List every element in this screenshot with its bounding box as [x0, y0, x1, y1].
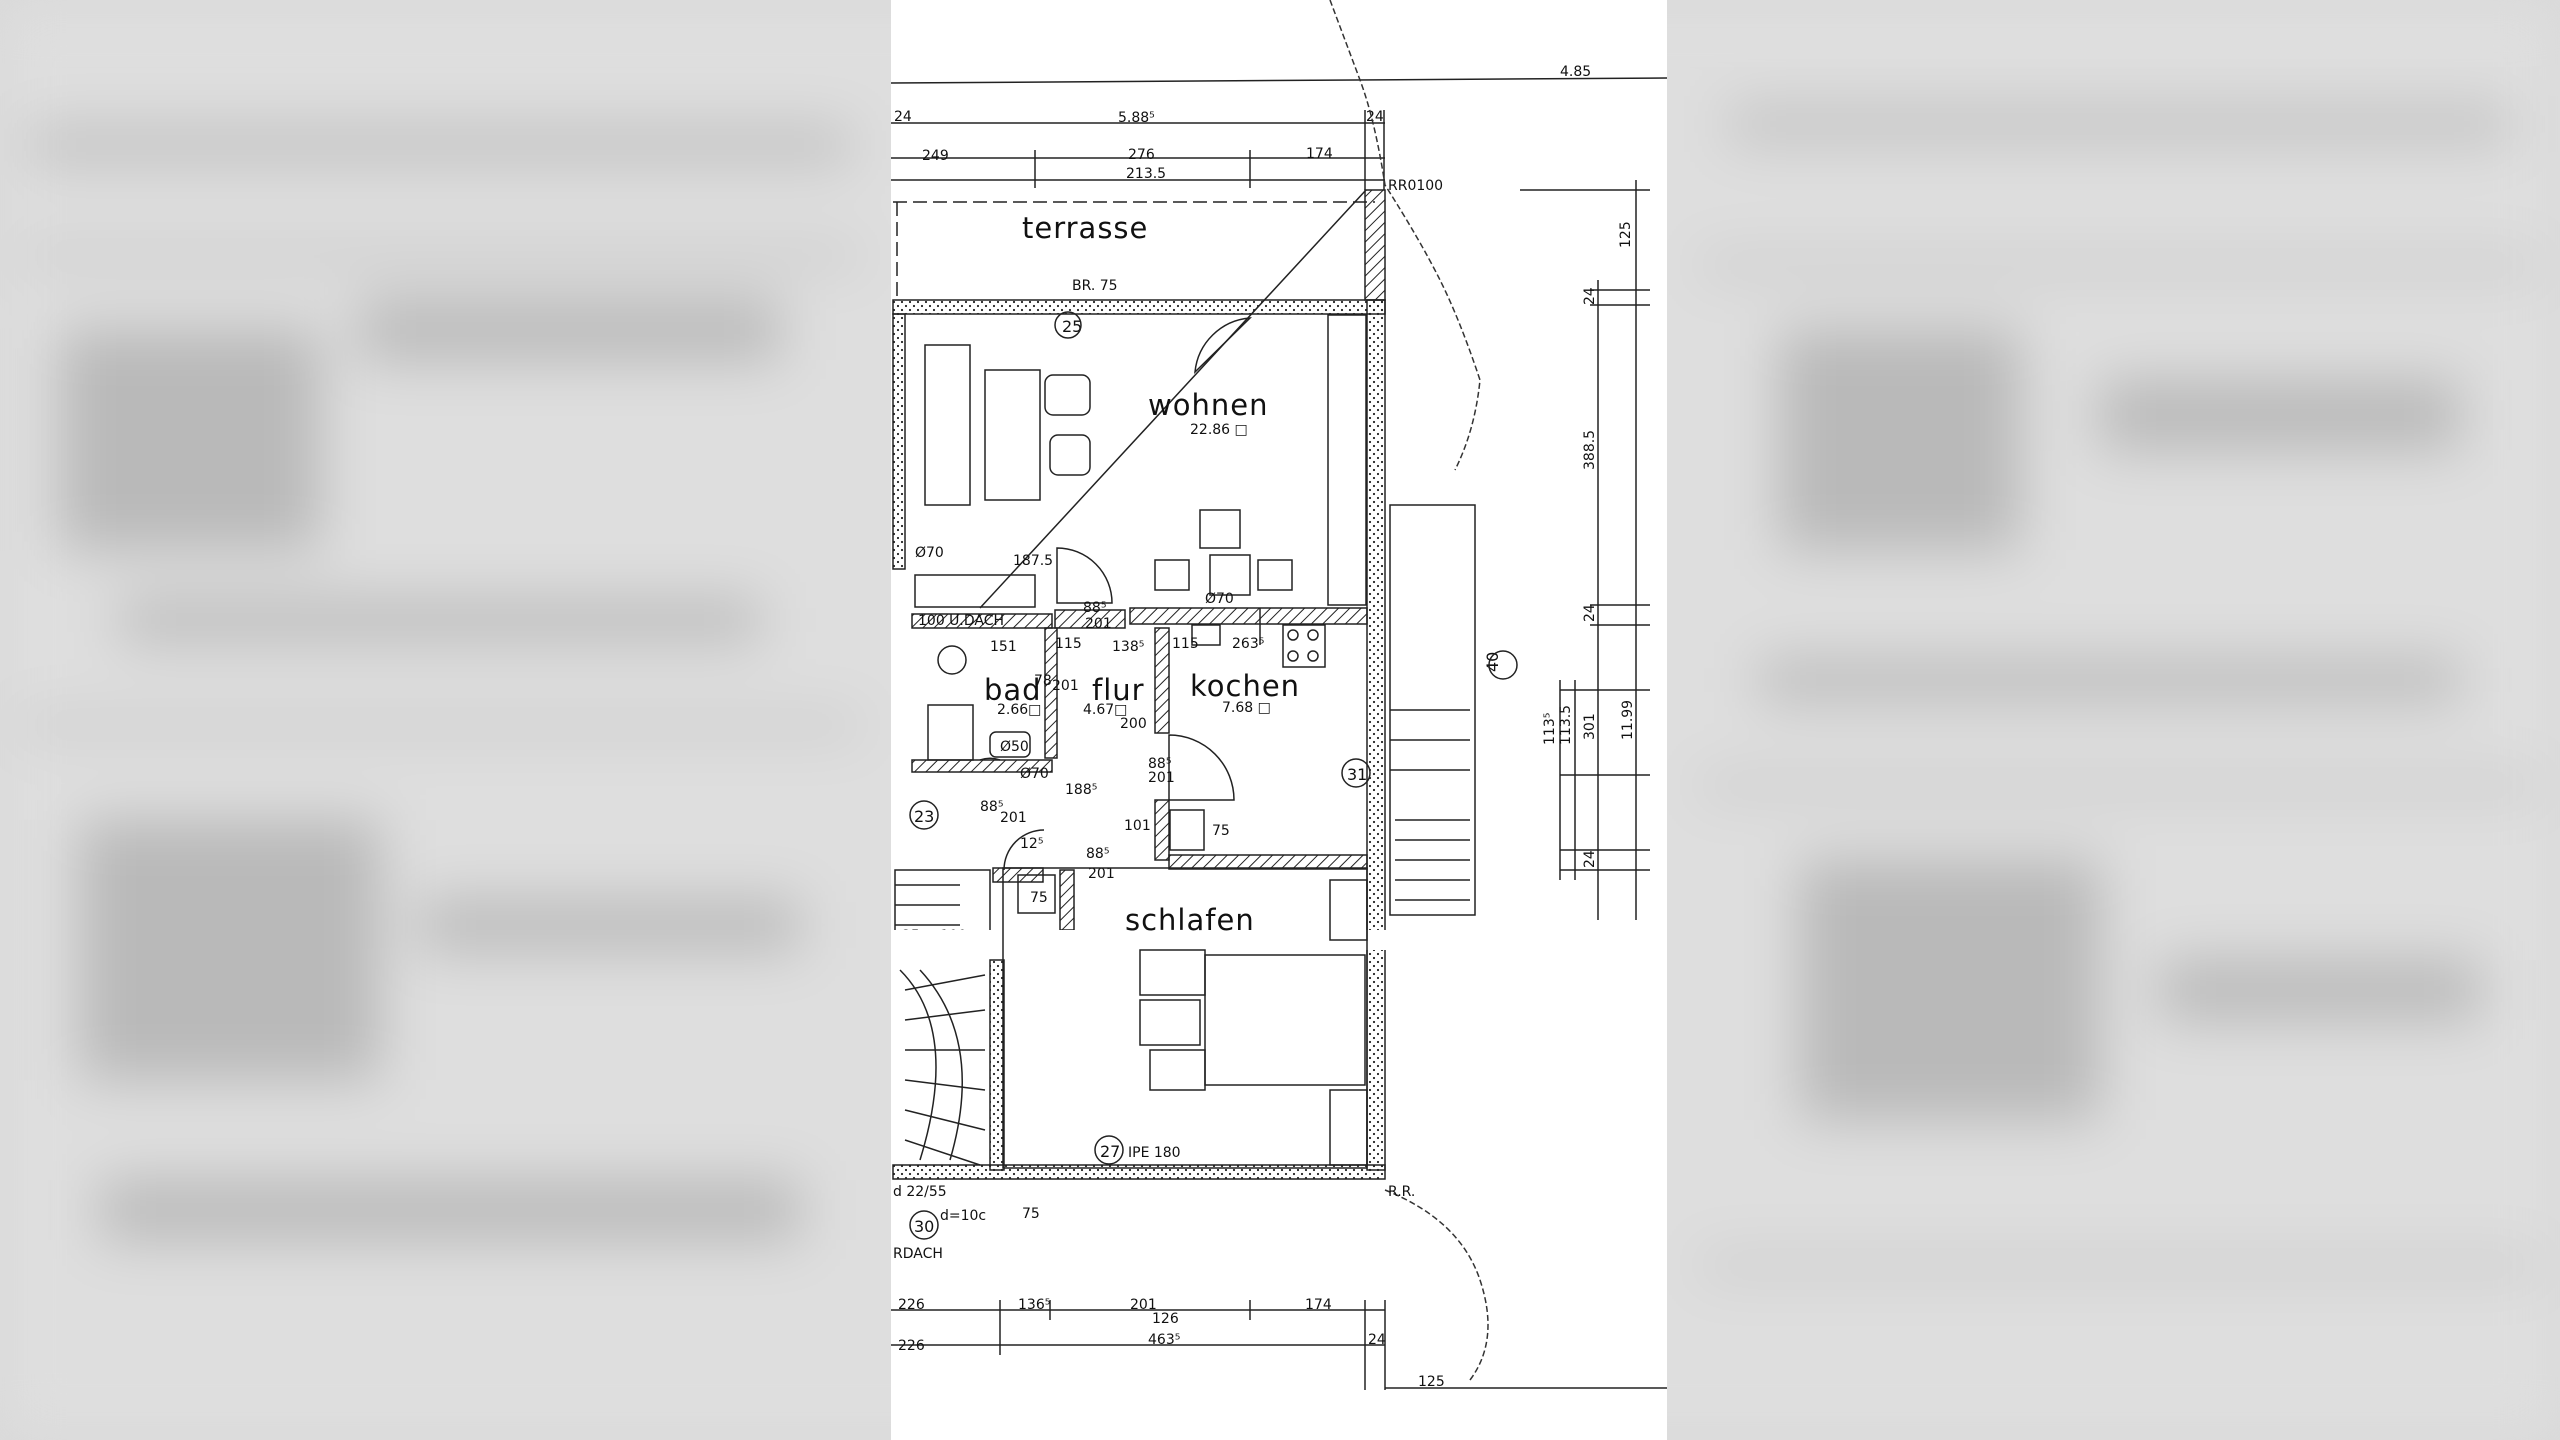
dim-label: 200 [1120, 716, 1147, 732]
note-label: d=10c [940, 1208, 986, 1224]
dim-label: 188⁵ [1065, 782, 1097, 798]
dim-label: 201 [1085, 616, 1112, 632]
tag-label: 40 [1483, 652, 1502, 672]
dim-label: 4.85 [1560, 64, 1591, 80]
dim-label: 125 [1418, 1374, 1445, 1390]
floor-plan-sheet [891, 0, 1667, 1440]
property-boundary [1384, 1189, 1489, 1381]
bedroom-furniture [1002, 867, 1368, 1169]
staircase [894, 869, 991, 1166]
room-label-flur: flur [1092, 673, 1145, 707]
room-label-kochen: kochen [1190, 669, 1300, 703]
room-area-flur: 4.67□ [1083, 702, 1127, 718]
room-label-bad: bad [984, 673, 1042, 707]
dim-label: 226 [898, 1338, 925, 1354]
dim-label: 174 [1305, 1297, 1332, 1313]
note-label: Ø70 [1020, 766, 1049, 782]
dim-label: 101 [1124, 818, 1151, 834]
dim-label: 24 [1582, 850, 1598, 868]
dim-label: 75 [1030, 890, 1048, 906]
dim-label: 226 [898, 1297, 925, 1313]
dim-label: 201 [1052, 678, 1079, 694]
dim-label: 5.88⁵ [1118, 110, 1155, 126]
room-area-bad: 2.66□ [997, 702, 1041, 718]
scan-seam [891, 930, 1667, 950]
note-label: RR0100 [1388, 178, 1443, 194]
room-label-wohnen: wohnen [1148, 388, 1268, 422]
dim-label: 136⁵ [1018, 1297, 1050, 1313]
note-label: BR. 75 [1072, 278, 1118, 294]
note-label: Ø70 [915, 545, 944, 561]
note-label: Ø70 [1205, 591, 1234, 607]
bottom-dimensions [891, 1300, 1667, 1390]
tag-label: 27 [1100, 1142, 1120, 1161]
dim-label: 125 [1618, 221, 1634, 248]
note-label: 100 U.DACH [918, 613, 1004, 629]
note-label: d 22/55 [893, 1184, 947, 1200]
dim-label: 187.5 [1013, 553, 1053, 569]
dim-label: 115 [1172, 636, 1199, 652]
top-dimensions [890, 77, 1668, 190]
dim-label: 174 [1306, 146, 1333, 162]
dim-label: 88⁵ [1148, 756, 1171, 772]
living-room-furniture [914, 189, 1367, 609]
tag-circle [909, 1210, 939, 1240]
dim-label: 115 [1055, 636, 1082, 652]
dim-label: 201 [1148, 770, 1175, 786]
exterior-walls [892, 299, 1386, 1180]
dim-label: 88⁵ [980, 799, 1003, 815]
dim-label: 151 [990, 639, 1017, 655]
dim-label: 201 [1130, 1297, 1157, 1313]
dim-label: 201 [1088, 866, 1115, 882]
interior-walls [911, 607, 1368, 931]
dim-label: 138⁵ [1112, 639, 1144, 655]
tag-circle [1054, 311, 1082, 339]
dim-label: 249 [922, 148, 949, 164]
tag-label: 25 [1062, 317, 1082, 336]
dim-label: 201 [1000, 810, 1027, 826]
dim-label: 388.5 [1582, 430, 1598, 470]
room-area-wohnen: 22.86 □ [1190, 422, 1248, 438]
dim-label: 75 [1212, 823, 1230, 839]
note-label: IPE 180 [1128, 1145, 1181, 1161]
dim-label: 463⁵ [1148, 1332, 1180, 1348]
room-area-kochen: 7.68 □ [1222, 700, 1271, 716]
dim-label: 12⁵ [1020, 836, 1043, 852]
property-boundary [1329, 0, 1481, 471]
dim-label: 75 [1022, 1206, 1040, 1222]
dim-label: 263⁵ [1232, 636, 1264, 652]
dim-label: 113.5 [1558, 705, 1574, 745]
note-label: RDACH [893, 1246, 943, 1262]
terrace [893, 189, 1386, 301]
room-label-schlafen: schlafen [1125, 903, 1255, 937]
dim-label: 24 [1582, 287, 1598, 305]
dim-label: 88⁵ [1083, 600, 1106, 616]
bath-hall-kitchen-fixtures [927, 608, 1326, 871]
note-label: Ø50 [1000, 739, 1029, 755]
dim-label: 24 [894, 109, 912, 125]
dim-label: 276 [1128, 147, 1155, 163]
exterior-stairs [1389, 504, 1476, 916]
tag-label: 31 [1347, 765, 1367, 784]
right-dimensions [1520, 180, 1650, 920]
tag-label: 23 [914, 807, 934, 826]
tag-circle [1094, 1135, 1124, 1165]
tag-circle [909, 800, 939, 830]
dim-label: 24 [1368, 1332, 1386, 1348]
note-label: R.R. [1388, 1184, 1415, 1200]
dim-label: 88⁵ [1086, 846, 1109, 862]
dim-label: 213.5 [1126, 166, 1166, 182]
tag-label: 30 [914, 1217, 934, 1236]
dim-label: 126 [1152, 1311, 1179, 1327]
tag-circle [1488, 650, 1518, 680]
dim-label: 11.99 [1620, 700, 1636, 740]
tag-circle [1341, 758, 1371, 788]
room-label-terrasse: terrasse [1022, 211, 1148, 245]
dim-label: 113⁵ [1542, 713, 1558, 745]
dim-label: 78 [1034, 673, 1052, 689]
dim-label: 301 [1582, 713, 1598, 740]
dim-label: 24 [1582, 604, 1598, 622]
dim-label: 24 [1366, 109, 1384, 125]
